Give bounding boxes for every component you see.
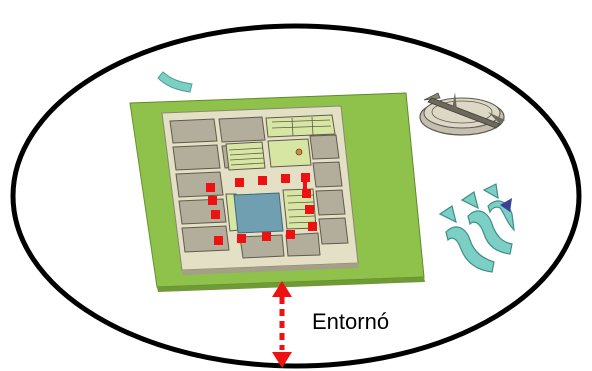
- stair-lines: [228, 116, 332, 224]
- wind-arrow-tip-blue: [500, 198, 512, 212]
- perimeter-markers: [206, 173, 317, 245]
- central-pool: [233, 192, 284, 234]
- environment-arrow: [272, 281, 292, 368]
- wind-arrow-small-icon: [157, 71, 193, 93]
- roof-detail: [295, 148, 303, 156]
- building-rooms: [169, 116, 349, 259]
- sun-dial-icon: [419, 92, 505, 136]
- environment-ellipse: [10, 23, 582, 369]
- environment-label: Entornó: [312, 309, 390, 334]
- wind-arrows-icon: [438, 183, 515, 273]
- green-zones: [225, 114, 336, 232]
